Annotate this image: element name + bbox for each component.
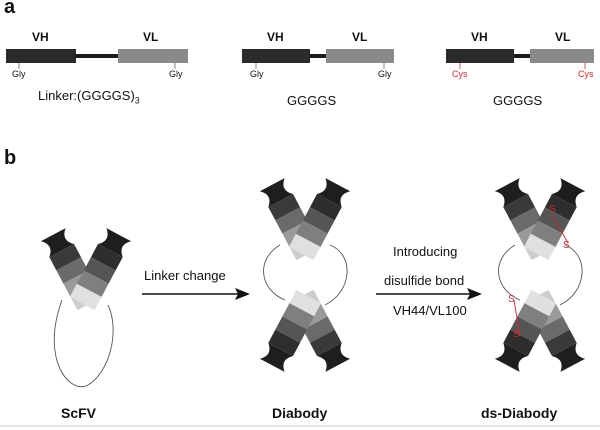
linker-bar-1 xyxy=(76,54,118,58)
arrow2-line-1: Introducing xyxy=(393,244,458,259)
arrow-disulfide xyxy=(376,288,482,300)
s-label-1: S xyxy=(549,204,556,215)
arrow1-label: Linker change xyxy=(144,268,226,283)
arrow2-line-2: disulfide bond xyxy=(384,273,465,288)
s-label-4: S xyxy=(513,329,520,340)
arrow2-line-3: VH44/VL100 xyxy=(393,303,467,318)
panel-b-letter: b xyxy=(4,147,17,169)
vl-label-1: VL xyxy=(143,30,159,44)
disulfide-bond-bottom xyxy=(513,299,521,337)
diabody-diagram xyxy=(260,178,350,372)
vl-bar-3 xyxy=(530,49,594,63)
gly-left-1: Gly xyxy=(12,69,26,79)
disulfide-bond-top xyxy=(551,214,569,244)
arrow-linker-change xyxy=(142,288,250,300)
gly-right-2: Gly xyxy=(378,69,392,79)
vh-label-3: VH xyxy=(471,30,488,44)
vl-label-2: VL xyxy=(352,30,368,44)
linker-label-3: GGGGS xyxy=(493,93,543,108)
caption-diabody: Diabody xyxy=(272,405,328,421)
gly-left-2: Gly xyxy=(250,69,264,79)
vh-bar-1 xyxy=(6,49,76,63)
vh-bar-2 xyxy=(242,49,310,63)
linker-bar-3 xyxy=(514,54,530,58)
panel-a-letter: a xyxy=(4,0,16,18)
linker-label-1: Linker:(GGGGS)3 xyxy=(38,88,140,106)
s-label-2: S xyxy=(563,240,570,251)
s-label-3: S xyxy=(508,294,515,305)
caption-scfv: ScFV xyxy=(61,405,97,421)
cys-left-3: Cys xyxy=(452,69,468,79)
caption-ds-diabody: ds-Diabody xyxy=(481,405,558,421)
ds-diabody-diagram xyxy=(495,178,585,372)
vh-label-2: VH xyxy=(267,30,284,44)
linker-bar-2 xyxy=(310,54,326,58)
vl-label-3: VL xyxy=(555,30,571,44)
construct-3 xyxy=(446,49,594,69)
construct-1 xyxy=(6,49,188,69)
vh-bar-3 xyxy=(446,49,514,63)
scfv-diagram xyxy=(41,228,131,388)
cys-right-3: Cys xyxy=(578,69,594,79)
construct-2 xyxy=(242,49,394,69)
vl-bar-2 xyxy=(326,49,394,63)
vl-bar-1 xyxy=(118,49,188,63)
vh-label-1: VH xyxy=(32,30,49,44)
linker-label-2: GGGGS xyxy=(287,93,337,108)
gly-right-1: Gly xyxy=(169,69,183,79)
